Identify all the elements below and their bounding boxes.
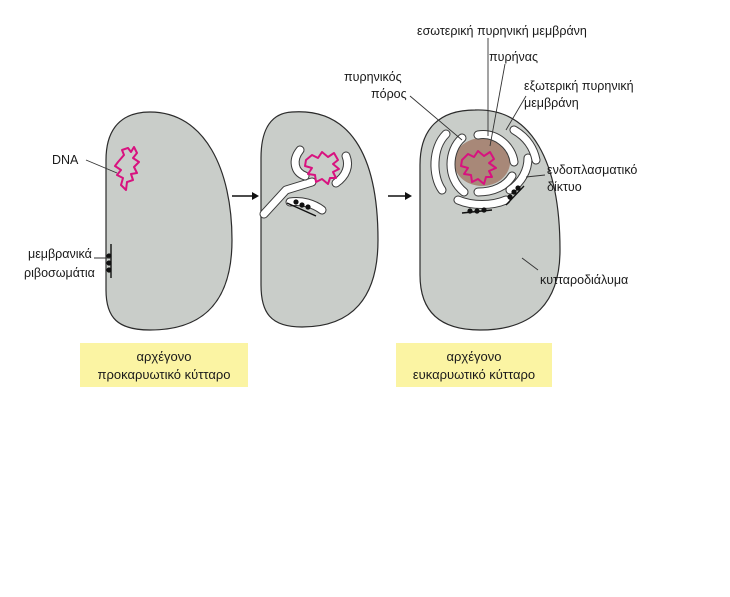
label-nuclear-pore-line2: πόρος (371, 87, 407, 101)
dna-loop (460, 150, 497, 185)
label-membrane-ribosomes-line2: ριβοσωμάτια (24, 266, 95, 280)
caption-eukaryote-line2: ευκαρυωτικό κύτταρο (413, 367, 535, 382)
label-membrane-ribosomes-line1: μεμβρανικά (28, 247, 92, 261)
er-ribosomes (461, 185, 525, 214)
label-dna: DNA (52, 153, 79, 167)
ribosomes (286, 199, 317, 217)
caption-prokaryote-line2: προκαρυωτικό κύτταρο (98, 367, 231, 382)
arrow-2 (388, 192, 412, 200)
eukaryote-cell (419, 109, 561, 331)
caption-prokaryote: αρχέγονο προκαρυωτικό κύτταρο (80, 343, 248, 387)
label-nucleus: πυρήνας (489, 50, 538, 64)
dna-loop (114, 146, 140, 191)
prokaryote-cell (105, 111, 233, 331)
caption-eukaryote: αρχέγονο ευκαρυωτικό κύτταρο (396, 343, 552, 387)
membrane-ribosomes (106, 244, 112, 278)
label-er-line1: ενδοπλασματικό (547, 163, 637, 177)
caption-prokaryote-line1: αρχέγονο (137, 349, 192, 364)
label-cytosol: κυτταροδιάλυμα (540, 273, 628, 287)
label-nuclear-pore-line1: πυρηνικός (344, 70, 402, 84)
caption-eukaryote-line1: αρχέγονο (447, 349, 502, 364)
arrow-1 (232, 192, 259, 200)
label-er-line2: δίκτυο (547, 180, 582, 194)
label-outer-nuclear-membrane-line1: εξωτερική πυρηνική (524, 79, 634, 93)
label-outer-nuclear-membrane-line2: μεμβράνη (524, 96, 579, 110)
label-inner-nuclear-membrane: εσωτερική πυρηνική μεμβράνη (417, 24, 587, 38)
dna-loop (304, 151, 340, 185)
intermediate-cell (259, 111, 379, 328)
